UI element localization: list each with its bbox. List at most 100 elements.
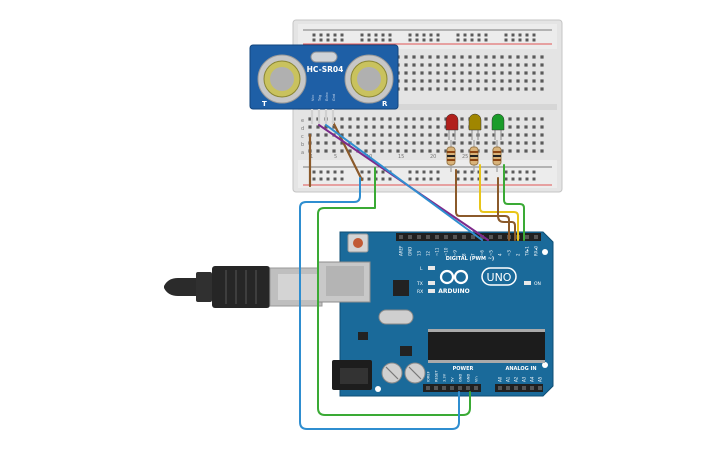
breadboard-hole: [540, 149, 544, 153]
header-socket[interactable]: [466, 386, 470, 390]
breadboard-hole: [460, 79, 464, 83]
usb-cable[interactable]: [164, 266, 323, 308]
pin-label: 2: [516, 253, 521, 256]
header-socket[interactable]: [471, 235, 475, 239]
header-socket[interactable]: [462, 235, 466, 239]
led-yellow[interactable]: [468, 113, 482, 140]
breadboard-hole: [436, 149, 440, 153]
rail-hole: [477, 38, 481, 42]
resistor: [469, 140, 479, 172]
breadboard-hole: [508, 55, 512, 59]
header-socket[interactable]: [458, 386, 462, 390]
rail-hole: [319, 170, 323, 174]
header-socket[interactable]: [522, 386, 526, 390]
breadboard-hole: [444, 55, 448, 59]
breadboard-hole: [380, 141, 384, 145]
header-socket[interactable]: [417, 235, 421, 239]
rail-hole: [518, 33, 522, 37]
breadboard-hole: [540, 63, 544, 67]
header-socket[interactable]: [426, 386, 430, 390]
header-socket[interactable]: [408, 235, 412, 239]
breadboard-hole: [316, 149, 320, 153]
analog-header: [495, 384, 543, 392]
breadboard-hole: [492, 141, 496, 145]
pin-label: GND: [408, 247, 413, 256]
rail-hole: [484, 177, 488, 181]
header-socket[interactable]: [442, 386, 446, 390]
rail-hole: [511, 170, 515, 174]
breadboard-hole: [444, 133, 448, 137]
pin-label: GND: [467, 374, 471, 382]
rail-hole: [381, 38, 385, 42]
echo-wire-blue: [325, 124, 483, 241]
rail-hole: [470, 38, 474, 42]
header-socket[interactable]: [444, 235, 448, 239]
rail-hole: [484, 170, 488, 174]
resistor-band: [470, 151, 478, 153]
reset-button[interactable]: [353, 238, 363, 248]
breadboard-hole: [500, 141, 504, 145]
breadboard-hole: [316, 141, 320, 145]
header-socket[interactable]: [435, 235, 439, 239]
analog-in-label: ANALOG IN: [505, 366, 536, 372]
pin-label-echo: Echo: [325, 93, 329, 102]
breadboard-hole: [476, 71, 480, 75]
breadboard-hole: [484, 117, 488, 121]
header-socket[interactable]: [498, 386, 502, 390]
breadboard-hole: [532, 87, 536, 91]
led-bank: [445, 113, 505, 172]
breadboard-hole: [532, 63, 536, 67]
header-socket[interactable]: [534, 235, 538, 239]
breadboard-hole: [348, 149, 352, 153]
breadboard-hole: [460, 149, 464, 153]
led-green[interactable]: [491, 113, 505, 140]
ultrasonic-sensor[interactable]: HC-SR04 T R Vcc Trig Echo Gnd: [249, 44, 399, 124]
rail-hole: [511, 38, 515, 42]
header-socket[interactable]: [506, 386, 510, 390]
resistor-band: [493, 151, 501, 153]
pin-label: ~9: [453, 250, 458, 256]
mounting-hole: [542, 362, 548, 368]
led-on: [524, 281, 531, 285]
header-socket[interactable]: [498, 235, 502, 239]
header-socket[interactable]: [525, 235, 529, 239]
rail-hole: [436, 170, 440, 174]
header-socket[interactable]: [489, 235, 493, 239]
header-socket[interactable]: [434, 386, 438, 390]
rail-hole: [518, 170, 522, 174]
breadboard-hole: [540, 79, 544, 83]
header-socket[interactable]: [450, 386, 454, 390]
breadboard-hole: [468, 55, 472, 59]
led-red-wire-brown: [455, 169, 510, 241]
rail-hole: [470, 170, 474, 174]
pin-label: ~3: [507, 250, 512, 256]
rail-hole: [511, 33, 515, 37]
pin-label-vcc: Vcc: [311, 95, 315, 101]
header-socket[interactable]: [538, 386, 542, 390]
crystal-oscillator: [310, 51, 338, 63]
breadboard-hole: [508, 141, 512, 145]
header-socket[interactable]: [453, 235, 457, 239]
header-socket[interactable]: [514, 386, 518, 390]
row-letter: c: [301, 134, 304, 140]
breadboard-hole: [516, 63, 520, 67]
led-red[interactable]: [445, 113, 459, 140]
sensor-header-pins: [310, 109, 335, 124]
rail-hole: [388, 33, 392, 37]
breadboard-hole: [428, 125, 432, 129]
breadboard-hole: [540, 141, 544, 145]
rail-hole: [484, 33, 488, 37]
rail-hole: [429, 177, 433, 181]
pin-label: A0: [498, 376, 503, 382]
breadboard-hole: [452, 71, 456, 75]
header-socket[interactable]: [474, 386, 478, 390]
breadboard-hole: [404, 141, 408, 145]
header-socket[interactable]: [399, 235, 403, 239]
breadboard-hole: [316, 133, 320, 137]
header-socket[interactable]: [530, 386, 534, 390]
resistor: [492, 140, 502, 172]
breadboard-hole: [436, 117, 440, 121]
rail-hole: [319, 38, 323, 42]
header-socket[interactable]: [426, 235, 430, 239]
